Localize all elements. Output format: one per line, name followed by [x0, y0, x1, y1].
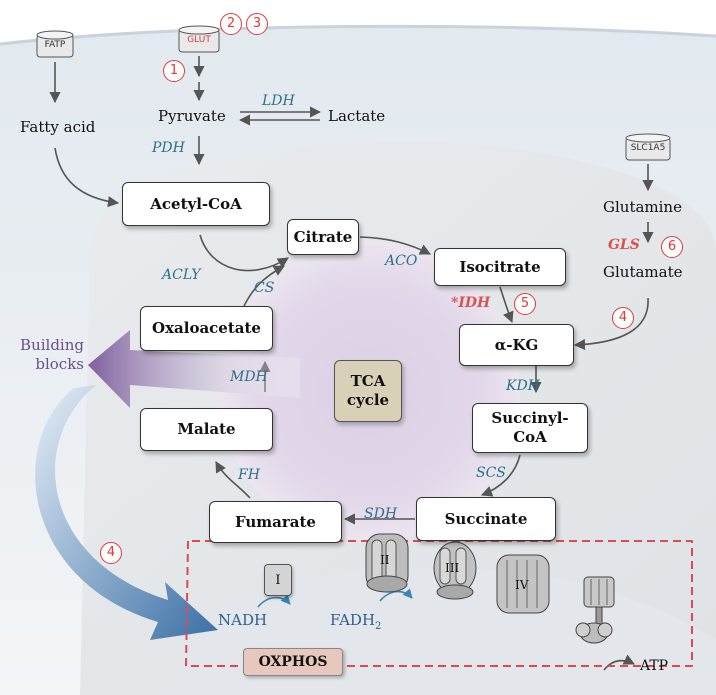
complex-iv-label: IV — [515, 578, 529, 592]
glut-label: GLUT — [187, 35, 211, 45]
acetyl-coa-box: Acetyl-CoA — [122, 182, 270, 226]
fadh2-label: FADH2 — [330, 611, 382, 632]
complex-iv-icon — [496, 554, 550, 614]
marker-4-nadh: 4 — [100, 542, 122, 564]
atp-synthase-icon — [575, 576, 615, 644]
isocitrate-box: Isocitrate — [434, 248, 566, 286]
ldh-label: LDH — [262, 93, 295, 109]
fatty-acid-label: Fatty acid — [20, 118, 96, 136]
complex-ii-icon — [365, 533, 409, 593]
aco-label: ACO — [385, 253, 418, 269]
nadh-label: NADH — [218, 611, 268, 629]
oxphos-label: OXPHOS — [243, 648, 343, 676]
idh-label: *IDH — [451, 295, 491, 311]
sdh-label: SDH — [364, 506, 398, 522]
cell-membrane — [0, 24, 716, 46]
acly-label: ACLY — [162, 267, 201, 283]
marker-2: 2 — [220, 13, 242, 35]
building-blocks-arrow — [88, 330, 300, 408]
marker-5: 5 — [514, 293, 536, 315]
pdh-label: PDH — [152, 140, 185, 156]
fumarate-box: Fumarate — [209, 501, 342, 543]
scs-label: SCS — [476, 465, 506, 481]
glut-transporter — [178, 25, 220, 53]
oxaloacetate-box: Oxaloacetate — [140, 306, 273, 351]
succinyl-coa-box: Succinyl-CoA — [472, 403, 588, 453]
atp-label: ATP — [640, 658, 669, 674]
marker-6: 6 — [661, 236, 683, 258]
slc1a5-label: SLC1A5 — [630, 143, 666, 153]
fatp-transporter — [36, 30, 74, 58]
fh-label: FH — [238, 467, 260, 483]
complex-iii-icon — [433, 541, 477, 600]
marker-4-glutamate: 4 — [612, 307, 634, 329]
glutamate-label: Glutamate — [603, 263, 683, 281]
pyruvate-label: Pyruvate — [158, 107, 226, 125]
kdh-label: KDH — [506, 378, 540, 394]
oxphos-border — [185, 540, 693, 667]
complex-iii-label: III — [445, 561, 460, 575]
cs-label: CS — [254, 280, 275, 296]
citrate-box: Citrate — [287, 219, 359, 255]
nadh-curved-arrow — [35, 385, 219, 640]
slc1a5-transporter — [625, 133, 671, 161]
lactate-label: Lactate — [328, 107, 386, 125]
akg-box: α-KG — [459, 324, 574, 366]
malate-box: Malate — [140, 408, 273, 451]
fatp-label: FATP — [44, 40, 66, 50]
mdh-label: MDH — [230, 369, 268, 385]
gls-label: GLS — [608, 237, 640, 253]
marker-1: 1 — [163, 60, 185, 82]
complex-ii-label: II — [380, 553, 390, 567]
glutamine-label: Glutamine — [603, 198, 682, 216]
marker-3: 3 — [246, 13, 268, 35]
succinate-box: Succinate — [416, 497, 556, 541]
complex-i-icon: I — [264, 564, 292, 596]
